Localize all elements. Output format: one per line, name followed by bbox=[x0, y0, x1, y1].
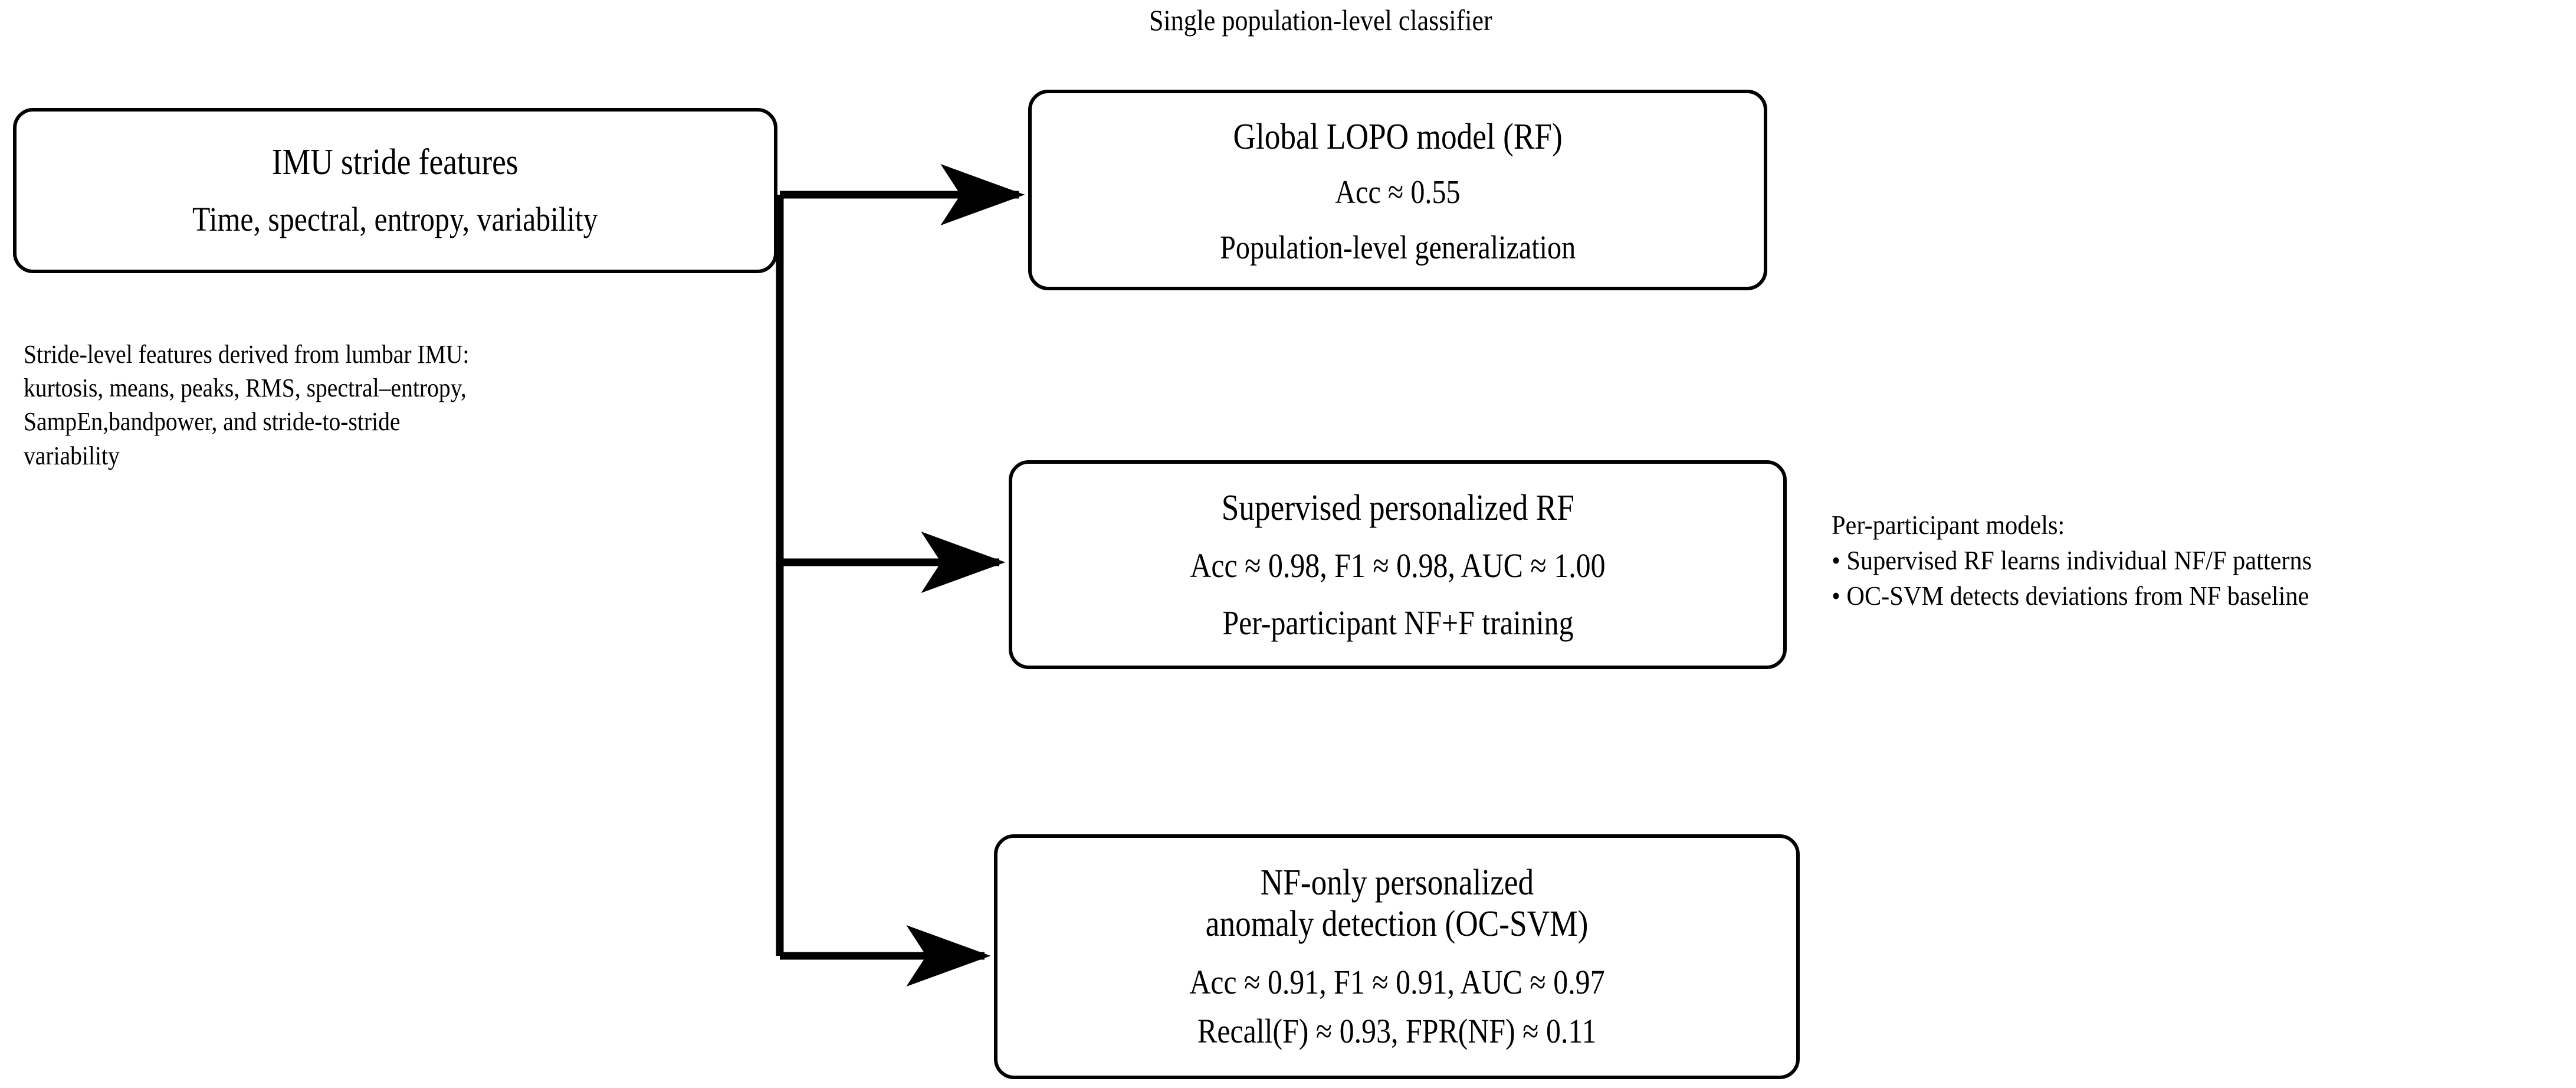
node-supervised-rf-title: Supervised personalized RF bbox=[1221, 487, 1574, 528]
node-global-lopo-model[interactable]: Global LOPO model (RF) Acc ≈ 0.55 Popula… bbox=[1028, 90, 1767, 290]
node-ocsvm-title-line1: NF-only personalized bbox=[1260, 863, 1534, 903]
node-global-lopo-title: Global LOPO model (RF) bbox=[1233, 116, 1563, 157]
node-imu-stride-features[interactable]: IMU stride features Time, spectral, entr… bbox=[13, 108, 777, 273]
node-global-lopo-metrics: Acc ≈ 0.55 bbox=[1335, 173, 1461, 211]
node-ocsvm-title-line2: anomaly detection (OC-SVM) bbox=[1205, 903, 1589, 944]
node-global-lopo-caption: Population-level generalization bbox=[1219, 229, 1576, 266]
node-ocsvm-metrics-line1: Acc ≈ 0.91, F1 ≈ 0.91, AUC ≈ 0.97 bbox=[1189, 962, 1605, 1001]
node-supervised-rf-caption: Per-participant NF+F training bbox=[1222, 603, 1574, 642]
per-participant-models-note: Per-participant models: • Supervised RF … bbox=[1832, 510, 2312, 611]
node-imu-subheading: Time, spectral, entropy, variability bbox=[192, 200, 598, 239]
node-supervised-rf-metrics: Acc ≈ 0.98, F1 ≈ 0.98, AUC ≈ 1.00 bbox=[1190, 546, 1606, 585]
feature-note-text: Stride-level features derived from lumba… bbox=[24, 340, 470, 470]
node-ocsvm-metrics-line2: Recall(F) ≈ 0.93, FPR(NF) ≈ 0.11 bbox=[1197, 1011, 1597, 1050]
node-imu-heading: IMU stride features bbox=[272, 142, 519, 182]
diagram-title: Single population-level classifier bbox=[1149, 4, 1492, 37]
node-supervised-personalized-rf[interactable]: Supervised personalized RF Acc ≈ 0.98, F… bbox=[1009, 460, 1787, 669]
node-nf-only-ocsvm[interactable]: NF-only personalized anomaly detection (… bbox=[994, 834, 1800, 1079]
